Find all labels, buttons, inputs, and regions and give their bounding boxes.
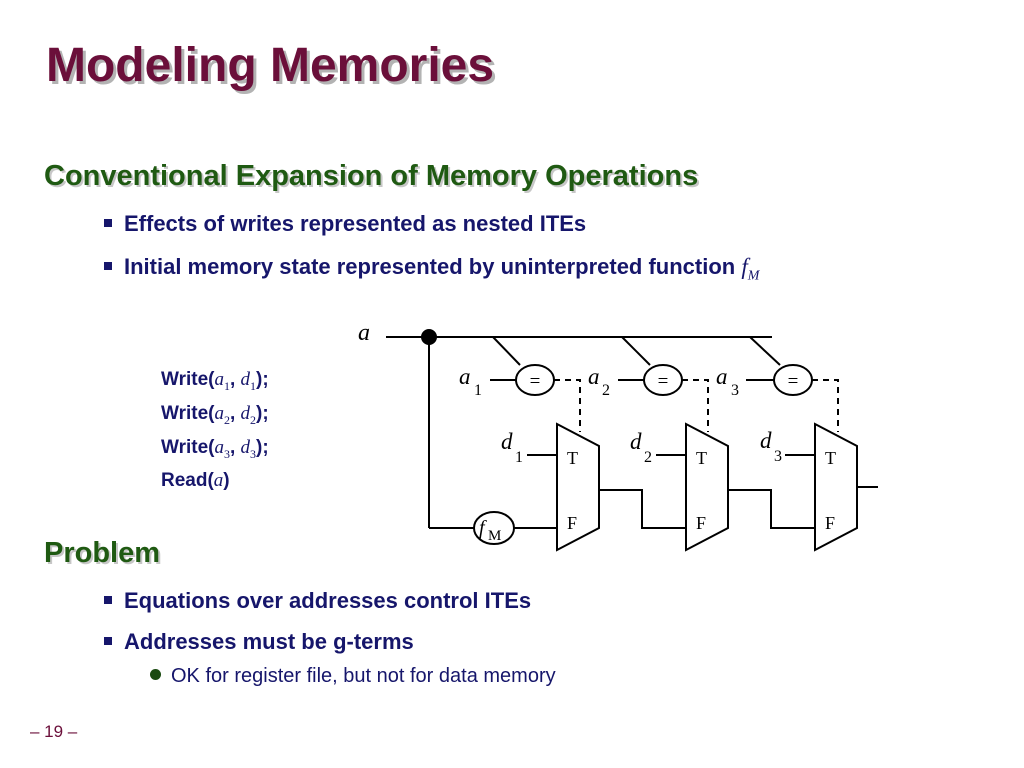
- fm-node-label: f: [479, 517, 487, 539]
- fm-symbol: f: [741, 254, 748, 279]
- code-data-sub: 2: [250, 412, 257, 427]
- square-bullet-icon: [104, 219, 112, 228]
- code-addr: a: [214, 402, 224, 424]
- mux2-to-mux3-wire: [728, 489, 815, 529]
- code-op: Read(: [161, 470, 214, 492]
- code-block: Write(a1, d1); Write(a2, d2); Write(a3, …: [161, 366, 269, 495]
- bullet-nested-ites: Effects of writes represented as nested …: [104, 211, 586, 237]
- a3-sub: 3: [731, 382, 739, 399]
- mux3: [814, 422, 858, 552]
- code-data-sub: 3: [250, 446, 257, 461]
- mux1: [556, 422, 600, 552]
- mux1-true-label: T: [567, 448, 578, 468]
- code-line: Write(a1, d1);: [161, 366, 269, 400]
- a1-sub: 1: [474, 382, 482, 399]
- mux2-true-label: T: [696, 448, 707, 468]
- code-close: );: [256, 436, 269, 458]
- eq3-tap-wire: [749, 336, 781, 366]
- eq2-tap-wire: [621, 336, 651, 366]
- code-data-sub: 1: [250, 378, 257, 393]
- eq3-select-wire: [812, 379, 839, 432]
- d1-sub: 1: [515, 449, 523, 466]
- page-number: – 19 –: [30, 722, 78, 741]
- code-sep: ,: [229, 402, 241, 424]
- mux3-false-label: F: [825, 513, 835, 533]
- code-sep: ,: [229, 436, 241, 458]
- mux2-false-label: F: [696, 513, 706, 533]
- slide-title: Modeling Memories: [46, 39, 495, 92]
- square-bullet-icon: [104, 637, 112, 646]
- d1-label: d: [501, 429, 513, 454]
- bullet-text: Initial memory state represented by unin…: [124, 254, 736, 279]
- round-bullet-icon: [150, 669, 161, 681]
- bullet-text: Effects of writes represented as nested …: [124, 211, 587, 236]
- code-addr-sub: 1: [223, 378, 230, 393]
- mux3-true-label: T: [825, 448, 836, 468]
- code-addr: a: [214, 369, 224, 390]
- fm-function-node: [473, 511, 515, 545]
- code-addr: a: [213, 470, 224, 492]
- a3-label: a: [716, 364, 728, 389]
- code-close: ): [223, 470, 230, 492]
- code-addr-sub: 2: [223, 412, 230, 427]
- bullet-text: Addresses must be g-terms: [124, 629, 414, 654]
- code-close: );: [256, 402, 269, 424]
- fm-node-sub: M: [488, 528, 501, 544]
- code-close: );: [256, 369, 269, 390]
- code-op: Write(: [161, 369, 215, 390]
- d2-label: d: [630, 429, 642, 454]
- eq2-label: =: [658, 371, 669, 392]
- code-sep: ,: [229, 369, 241, 390]
- mux1-false-label: F: [567, 513, 577, 533]
- bullet-g-terms: Addresses must be g-terms: [104, 629, 414, 655]
- square-bullet-icon: [104, 262, 112, 271]
- fm-subscript: M: [747, 268, 760, 284]
- section-heading-conventional: Conventional Expansion of Memory Operati…: [44, 160, 699, 192]
- mux2: [685, 422, 729, 552]
- d3-label: d: [760, 428, 772, 453]
- code-data: d: [240, 369, 251, 390]
- eq1-tap-wire: [492, 336, 521, 366]
- eq1-label: =: [530, 371, 541, 392]
- square-bullet-icon: [104, 596, 112, 605]
- code-addr-sub: 3: [223, 446, 230, 461]
- subbullet-text: OK for register file, but not for data m…: [171, 665, 556, 687]
- code-data: d: [240, 436, 251, 458]
- d2-sub: 2: [644, 449, 652, 466]
- eq3-label: =: [788, 371, 799, 392]
- code-line: Write(a3, d3);: [161, 434, 269, 468]
- code-op: Write(: [161, 436, 215, 458]
- input-a-label: a: [358, 320, 370, 346]
- eq2-select-wire: [682, 379, 709, 432]
- a2-label: a: [588, 364, 600, 389]
- bullet-initial-state: Initial memory state represented by unin…: [104, 254, 759, 284]
- mux1-to-mux2-wire: [599, 489, 686, 529]
- a2-sub: 2: [602, 382, 610, 399]
- a1-label: a: [459, 364, 471, 389]
- eq1-select-wire: [554, 379, 581, 432]
- section-heading-problem: Problem: [44, 537, 161, 569]
- code-line: Read(a): [161, 467, 269, 495]
- subbullet-register-file: OK for register file, but not for data m…: [150, 665, 556, 688]
- code-data: d: [240, 402, 251, 424]
- code-addr: a: [214, 436, 224, 458]
- bullet-text: Equations over addresses control ITEs: [124, 588, 532, 613]
- code-line: Write(a2, d2);: [161, 400, 269, 434]
- bullet-equations: Equations over addresses control ITEs: [104, 588, 531, 614]
- d3-sub: 3: [774, 448, 782, 465]
- code-op: Write(: [161, 402, 215, 424]
